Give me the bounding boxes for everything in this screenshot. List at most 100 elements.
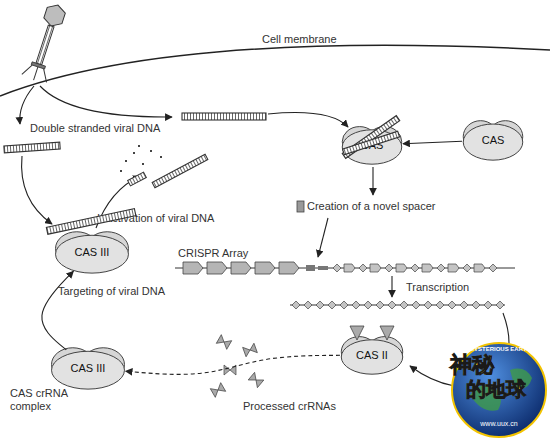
rna-unit — [364, 301, 372, 309]
process-arrows — [20, 86, 509, 387]
phage-head — [42, 2, 67, 29]
phage-leg — [40, 69, 50, 83]
watermark-text: www.uux.cn — [470, 420, 528, 428]
protein-complex: CAS III — [50, 346, 126, 390]
phage-tail — [36, 25, 54, 65]
captured-dna — [342, 131, 399, 155]
complex-body — [56, 235, 129, 273]
crrna-piece — [210, 383, 225, 398]
rna-unit — [448, 301, 456, 309]
rna-unit — [292, 301, 300, 309]
complex-name: CAS — [482, 134, 505, 146]
crispr-array — [175, 262, 515, 274]
annotation-label: Double stranded viral DNA — [30, 122, 180, 135]
repeat-mark — [344, 264, 355, 272]
arrow — [391, 276, 392, 297]
dna-debris — [120, 170, 122, 172]
leader — [306, 265, 315, 271]
rna-unit — [388, 301, 396, 309]
phage-symbol — [21, 1, 70, 84]
rna-unit — [460, 301, 468, 309]
spacer-mark — [411, 264, 419, 272]
annotation-label: Processed crRNAs — [243, 400, 353, 413]
annotation-label: Cell membrane — [262, 33, 372, 46]
protein-complex: CAS II — [340, 335, 404, 375]
array-line — [175, 268, 515, 269]
rna-line — [290, 305, 505, 306]
watermark-text: 的地球 — [466, 378, 546, 401]
dna-fragment — [152, 154, 208, 187]
protein-complex: CAS III — [54, 230, 130, 274]
dna-debris — [138, 145, 140, 147]
rna-unit — [412, 301, 420, 309]
complex-name: CAS II — [356, 349, 388, 361]
rna-unit — [304, 301, 312, 309]
repeat-mark — [474, 264, 485, 272]
dna-debris — [125, 160, 127, 162]
rna-unit — [376, 301, 384, 309]
rna-unit — [400, 301, 408, 309]
arrow — [20, 86, 34, 124]
annotation-label: CAS crRNA complex — [10, 387, 72, 412]
dna-debris — [133, 152, 135, 154]
repeat-mark — [370, 264, 381, 272]
arrow — [372, 167, 373, 195]
rna-unit — [484, 301, 492, 309]
complex-body — [463, 124, 523, 160]
repeat-mark — [448, 264, 459, 272]
crrna-piece — [243, 343, 258, 357]
spacer-mark — [359, 264, 367, 272]
annotation-label: Targeting of viral DNA — [58, 285, 198, 298]
crrna-piece — [224, 365, 236, 375]
dna-debris — [160, 156, 162, 158]
captured-dna — [342, 116, 400, 159]
repeat-block — [207, 262, 227, 274]
rna-unit — [436, 301, 444, 309]
repeat-block — [231, 262, 251, 274]
repeat-block — [255, 262, 275, 274]
arrow — [40, 86, 172, 117]
process-arrow — [42, 271, 74, 350]
dna-fragment — [128, 172, 147, 186]
arrow — [268, 113, 348, 127]
rna-unit — [472, 301, 480, 309]
dna-debris — [150, 150, 152, 152]
protein-complex: CAS — [341, 125, 403, 165]
spacer-mark — [385, 264, 393, 272]
cell-membrane — [0, 45, 550, 96]
complex-body — [342, 130, 402, 164]
repeat-mark — [396, 264, 407, 272]
arrow — [318, 218, 328, 257]
complex-name: CAS III — [75, 246, 110, 258]
crrna-piece — [216, 335, 231, 350]
leader — [318, 266, 328, 270]
cas-ii-subunit — [350, 326, 364, 340]
rna-unit — [316, 301, 324, 309]
viral-dna — [4, 142, 60, 153]
watermark-text: 神秘 — [450, 352, 510, 377]
spacer-mark — [437, 264, 445, 272]
spacer-mark — [463, 264, 471, 272]
novel-spacer — [297, 201, 304, 212]
protein-complex: CAS — [462, 119, 524, 161]
pre-crrna — [290, 301, 505, 309]
spacer-mark — [489, 264, 497, 272]
phage-leg — [34, 67, 38, 80]
spacer-mark — [333, 264, 341, 272]
phage-baseplate — [31, 62, 45, 69]
inactivated-dna — [120, 145, 208, 188]
rna-unit — [328, 301, 336, 309]
repeat-block — [279, 262, 299, 274]
annotation-label: Inactivation of viral DNA — [97, 212, 237, 225]
crrna-piece — [248, 372, 264, 387]
complex-body — [341, 340, 402, 374]
rna-unit — [496, 301, 504, 309]
cas-ii-subunit — [380, 326, 394, 340]
repeat-mark — [422, 264, 433, 272]
targeted-dna — [46, 209, 135, 235]
dna-debris — [142, 163, 144, 165]
viral-dna — [182, 113, 266, 120]
process-arrow — [126, 355, 340, 374]
repeat-block — [183, 262, 203, 274]
processed-crrnas — [210, 335, 264, 398]
